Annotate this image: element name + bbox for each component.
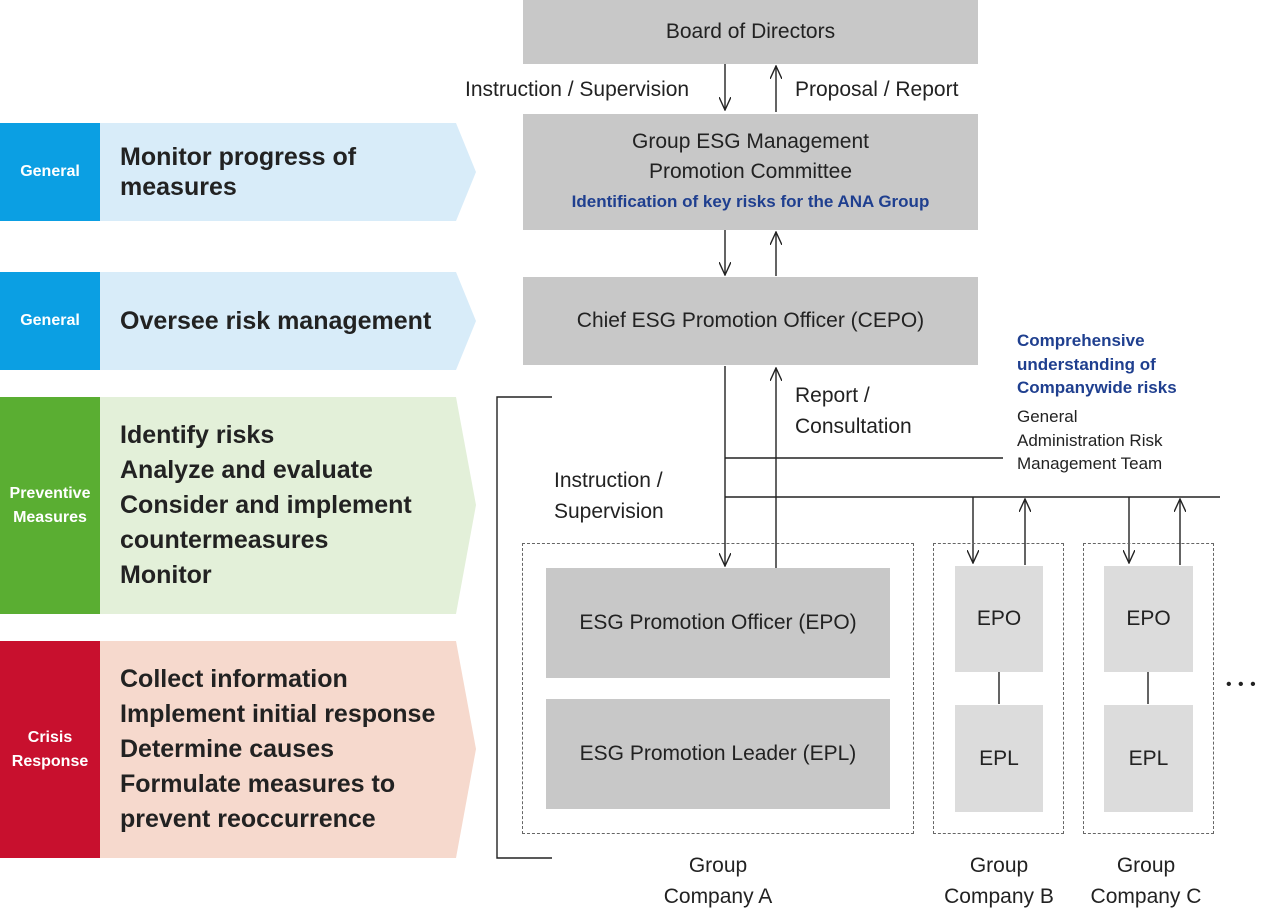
group-company-a-label: Group Company A <box>663 854 773 908</box>
band-line: measures <box>120 173 237 201</box>
bracket <box>496 396 552 859</box>
band-line: Consider and implement <box>120 491 412 519</box>
band-arrow-shape <box>100 641 476 858</box>
epo-c-box: EPO <box>1104 566 1193 672</box>
category-tag-general-1: General <box>0 123 100 221</box>
committee-box: Group ESG Management Promotion Committee… <box>523 114 978 230</box>
band-arrow-shape <box>100 397 476 614</box>
group-company-b-label: Group Company B <box>944 854 1054 908</box>
category-tag-crisis: Crisis Response <box>0 641 100 858</box>
epl-full-box: ESG Promotion Leader (EPL) <box>546 699 890 809</box>
band-line: Analyze and evaluate <box>120 456 373 484</box>
band-line: Collect information <box>120 665 348 693</box>
band-line: countermeasures <box>120 526 329 554</box>
category-tag-preventive: Preventive Measures <box>0 397 100 614</box>
band-line: Determine causes <box>120 735 335 763</box>
band-line: Implement initial response <box>120 700 436 728</box>
comprehensive-note: Comprehensive understanding of Companywi… <box>1017 331 1177 397</box>
group-company-b-frame <box>933 543 1064 834</box>
band-arrow-shape <box>100 123 476 221</box>
board-label: Board of Directors <box>665 20 836 43</box>
instruction-supervision-label: Instruction / Supervision <box>465 78 690 101</box>
band-text-1: Monitor progress of measures <box>100 123 460 221</box>
cepo-label: Chief ESG Promotion Officer (CEPO) <box>576 309 925 332</box>
category-tag-general-2: General <box>0 272 100 370</box>
instruction-supervision-label-2: Instruction / Supervision <box>554 469 664 523</box>
epl-c-box: EPL <box>1104 705 1193 812</box>
committee-note: Identification of key risks for the ANA … <box>571 192 930 211</box>
epl-full-label: ESG Promotion Leader (EPL) <box>579 742 857 765</box>
band-line: Formulate measures to <box>120 770 396 798</box>
committee-line1: Group ESG Management <box>632 130 869 153</box>
epo-full-label: ESG Promotion Officer (EPO) <box>579 611 857 634</box>
epl-b-box: EPL <box>955 705 1043 812</box>
band-arrow-shape <box>100 272 476 370</box>
band-line: Identify risks <box>120 421 275 449</box>
epo-b-label: EPO <box>976 607 1022 630</box>
risk-team-label: General Administration Risk Management T… <box>1017 407 1163 473</box>
epo-c-label: EPO <box>1126 607 1171 630</box>
band-line: Monitor progress of <box>120 143 357 171</box>
band-line: Monitor <box>120 561 212 589</box>
board-of-directors-box: Board of Directors <box>523 0 978 64</box>
band-line: prevent reoccurrence <box>120 805 376 833</box>
epl-c-label: EPL <box>1128 746 1169 770</box>
band-arrow-2: Oversee risk management <box>100 272 478 370</box>
band-arrow-3: Identify risks Analyze and evaluate Cons… <box>100 397 478 614</box>
group-company-c-frame <box>1083 543 1214 834</box>
epo-b-box: EPO <box>955 566 1043 672</box>
group-company-a-frame <box>522 543 914 834</box>
report-consultation-label: Report / Consultation <box>795 384 912 438</box>
epl-b-label: EPL <box>979 746 1019 770</box>
band-line: Oversee risk management <box>120 306 432 335</box>
more-ellipsis: • • • <box>1226 676 1257 693</box>
group-company-c-label: Group Company C <box>1090 854 1202 908</box>
band-text-4: Collect information Implement initial re… <box>100 641 460 858</box>
epo-full-box: ESG Promotion Officer (EPO) <box>546 568 890 678</box>
band-text-2: Oversee risk management <box>100 272 460 370</box>
band-arrow-1: Monitor progress of measures <box>100 123 478 221</box>
band-arrow-4: Collect information Implement initial re… <box>100 641 478 858</box>
cepo-box: Chief ESG Promotion Officer (CEPO) <box>523 277 978 365</box>
committee-line2: Promotion Committee <box>648 160 853 183</box>
proposal-report-label: Proposal / Report <box>795 78 959 101</box>
band-text-3: Identify risks Analyze and evaluate Cons… <box>100 397 460 614</box>
